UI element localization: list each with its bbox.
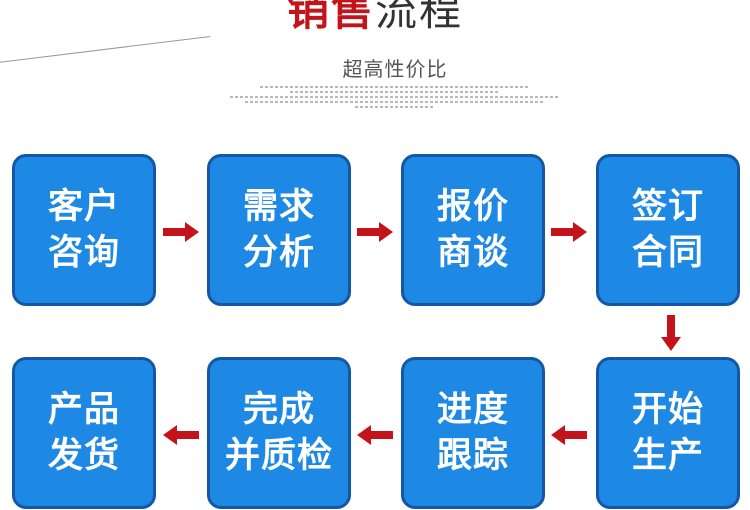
arrow-right-icon: [357, 222, 393, 242]
step-label-line1: 客户: [47, 187, 120, 227]
page-title: 销售流程: [0, 0, 750, 36]
arrow-left-icon: [357, 425, 393, 445]
step-label-line2: 商谈: [436, 233, 509, 273]
step-box-requirement-analysis: 需求 分析: [207, 154, 351, 306]
step-label-line2: 分析: [242, 233, 315, 273]
step-label-line1: 进度: [436, 390, 509, 430]
step-label-line2: 生产: [631, 436, 704, 476]
step-box-sign-contract: 签订 合同: [596, 154, 740, 306]
step-box-quotation: 报价 商谈: [401, 154, 545, 306]
fine-print-decoration: [215, 86, 575, 108]
arrow-right-icon: [551, 222, 587, 242]
step-label-line2: 并质检: [224, 436, 333, 476]
step-label-line1: 开始: [631, 390, 704, 430]
arrow-right-icon: [163, 222, 199, 242]
step-label-line1: 需求: [242, 187, 315, 227]
step-label-line2: 发货: [47, 436, 120, 476]
step-label-line1: 产品: [47, 390, 120, 430]
step-box-start-production: 开始 生产: [596, 357, 740, 509]
arrow-down-icon: [661, 315, 681, 351]
step-box-quality-check: 完成 并质检: [207, 357, 351, 509]
step-box-customer-inquiry: 客户 咨询: [12, 154, 156, 306]
arrow-left-icon: [163, 425, 199, 445]
step-label-line2: 合同: [631, 233, 704, 273]
step-label-line1: 签订: [631, 187, 704, 227]
step-label-line2: 咨询: [47, 233, 120, 273]
step-label-line1: 完成: [242, 390, 315, 430]
step-box-progress-tracking: 进度 跟踪: [401, 357, 545, 509]
page-subtitle: 超高性价比: [342, 57, 448, 81]
title-highlight: 销售: [286, 0, 375, 35]
arrow-left-icon: [551, 425, 587, 445]
step-box-product-delivery: 产品 发货: [12, 357, 156, 509]
title-rest: 流程: [375, 0, 464, 35]
step-label-line2: 跟踪: [436, 436, 509, 476]
step-label-line1: 报价: [436, 187, 509, 227]
